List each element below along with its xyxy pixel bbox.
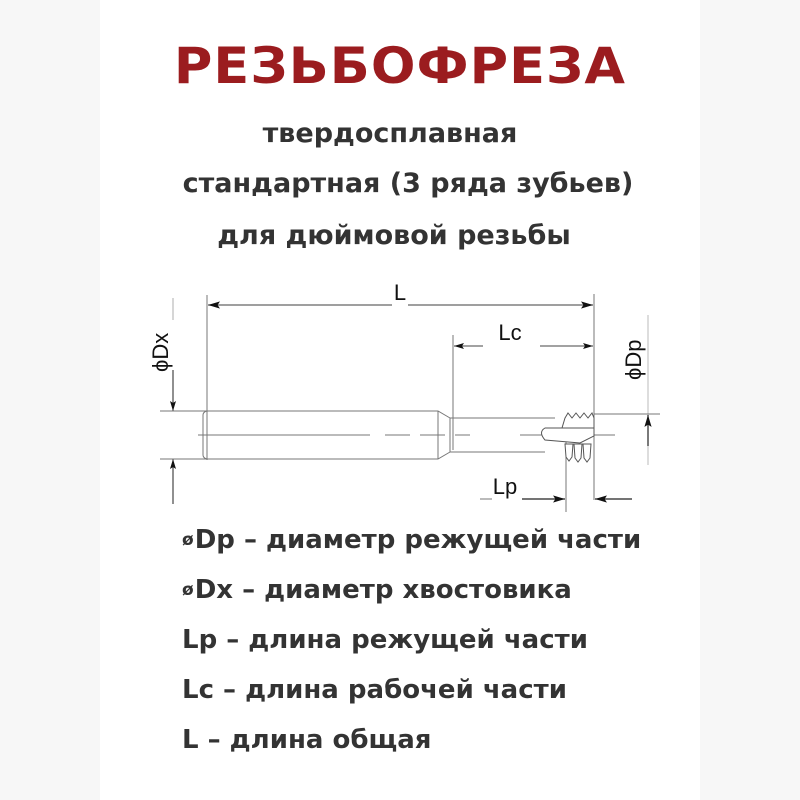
legend-key: L: [182, 725, 199, 755]
legend-desc: – диаметр хвостовика: [233, 575, 572, 605]
legend-item-l: L – длина общая: [182, 720, 641, 770]
label-Dp: ϕDp: [621, 340, 646, 380]
dimension-Dp: ϕDp: [594, 315, 660, 465]
subtitle-line-1: твердосплавная: [262, 118, 518, 149]
page-title: РЕЗЬБОФРЕЗА: [173, 37, 627, 95]
dimension-Lc: Lc: [452, 320, 593, 450]
label-Lc: Lc: [498, 320, 521, 345]
legend-desc: – длина общая: [198, 725, 432, 755]
legend-desc: – диаметр режущей части: [234, 525, 642, 555]
subtitle-line-3: для дюймовой резьбы: [217, 220, 571, 251]
label-Lp: Lp: [493, 474, 517, 499]
legend-key: Dp: [194, 525, 235, 555]
label-Dx: ϕDx: [148, 333, 173, 372]
dimension-Lp: Lp: [480, 440, 632, 512]
cutting-teeth: [541, 412, 595, 463]
legend: øDp – диаметр режущей части øDx – диамет…: [182, 520, 641, 770]
subtitle-line-2: стандартная (3 ряда зубьев): [182, 168, 634, 199]
thread-mill-drawing: L Lc ϕDx ϕDp Lp: [148, 280, 660, 512]
label-L: L: [394, 280, 406, 305]
white-content-panel: [100, 0, 700, 800]
legend-desc: – длина режущей части: [217, 625, 588, 655]
dimension-L: L: [206, 280, 595, 500]
legend-key: Dx: [194, 575, 234, 605]
legend-desc: – длина рабочей части: [213, 675, 567, 705]
diameter-icon: ø: [182, 580, 194, 600]
legend-item-dp: øDp – диаметр режущей части: [182, 520, 641, 570]
dimension-Dx: ϕDx: [148, 298, 210, 504]
legend-key: Lp: [182, 625, 218, 655]
legend-item-dx: øDx – диаметр хвостовика: [182, 570, 641, 620]
legend-key: Lc: [182, 675, 214, 705]
legend-item-lc: Lc – длина рабочей части: [182, 670, 641, 720]
diameter-icon: ø: [182, 530, 194, 550]
legend-item-lp: Lp – длина режущей части: [182, 620, 641, 670]
